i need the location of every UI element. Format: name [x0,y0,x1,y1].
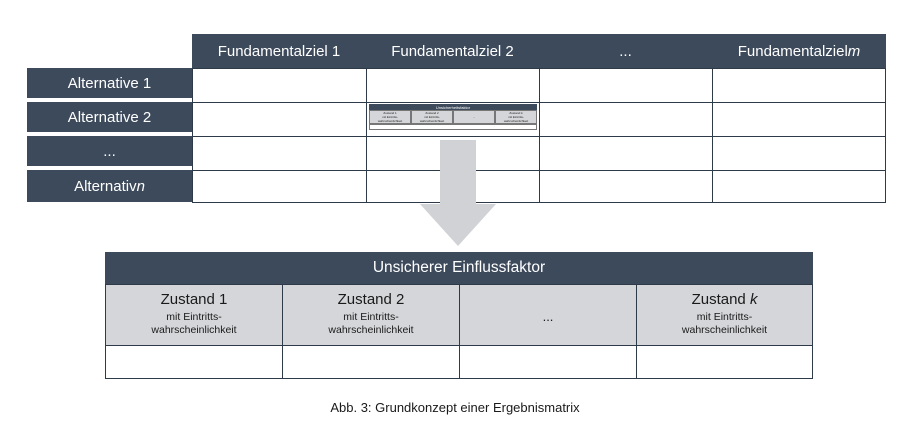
state-1: Zustand 1 mit Eintritts- wahrscheinlichk… [105,284,283,346]
matrix-cell [192,170,367,203]
matrix-cell [539,102,713,137]
down-arrow-icon [420,140,496,246]
state-2: Zustand 2 mit Eintritts- wahrscheinlichk… [282,284,460,346]
matrix-cell [192,136,367,171]
state-value-cell [105,345,283,379]
matrix-cell [712,136,886,171]
column-header-m: Fundamentalziel m [712,34,886,68]
uncertainty-title: Unsicherer Einflussfaktor [105,252,813,284]
state-ellipsis: ... [459,284,637,346]
mini-value-row [369,124,537,130]
row-label-ellipsis: ... [27,136,192,168]
state-k: Zustand k mit Eintritts- wahrscheinlichk… [636,284,813,346]
mini-table-title: Unsicherheitsfaktor [369,104,537,110]
state-value-cell [636,345,813,379]
matrix-cell [192,102,367,137]
row-label-n: Alternativ n [27,170,192,202]
column-header-ellipsis: ... [539,34,712,68]
figure-caption: Abb. 3: Grundkonzept einer Ergebnismatri… [330,400,580,415]
matrix-cell [366,68,540,103]
matrix-cell [539,136,713,171]
matrix-cell [539,68,713,103]
column-header-1: Fundamentalziel 1 [192,34,366,68]
state-value-cell [282,345,460,379]
row-label-2: Alternative 2 [27,102,192,134]
matrix-cell [712,170,886,203]
matrix-cell [712,102,886,137]
mini-state-ellipsis: ... [453,110,495,124]
state-value-cell [459,345,637,379]
matrix-cell [539,170,713,203]
matrix-cell [192,68,367,103]
row-label-1: Alternative 1 [27,68,192,100]
column-header-2: Fundamentalziel 2 [366,34,539,68]
matrix-cell [712,68,886,103]
